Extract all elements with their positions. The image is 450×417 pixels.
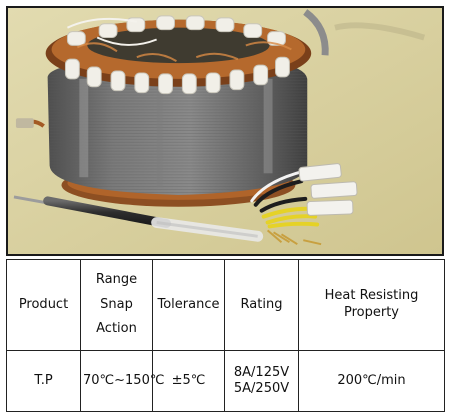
header-heat-line2: Property (343, 305, 399, 320)
cell-range: 70℃~150℃ (80, 350, 164, 412)
cell-rating-line1: 8A/125V (233, 364, 290, 380)
header-range-line1: Range Snap (95, 271, 138, 312)
header-heat-resisting-property: Heat Resisting Property (298, 259, 445, 351)
spec-table: Product Range Snap Action Tolerance Rati… (6, 259, 445, 412)
cell-tolerance: ±5℃ (152, 350, 225, 412)
cell-heat: 200℃/min (298, 350, 445, 412)
header-rating: Rating (224, 259, 299, 351)
header-range-snap-action: Range Snap Action (80, 259, 153, 351)
header-range-line2: Action (96, 321, 137, 337)
product-photo (6, 6, 444, 256)
cell-rating-line2: 5A/250V (233, 381, 290, 396)
header-product: Product (6, 259, 81, 351)
cell-rating: 8A/125V 5A/250V (224, 350, 299, 412)
table-header-row: Product Range Snap Action Tolerance Rati… (6, 259, 445, 351)
header-tolerance: Tolerance (152, 259, 225, 351)
table-row: T.P 70℃~150℃ ±5℃ 8A/125V 5A/250V 200℃/mi… (6, 350, 445, 412)
cell-product: T.P (6, 350, 81, 412)
header-heat-line1: Heat Resisting (324, 288, 419, 304)
motor-stator-illustration (8, 8, 442, 254)
